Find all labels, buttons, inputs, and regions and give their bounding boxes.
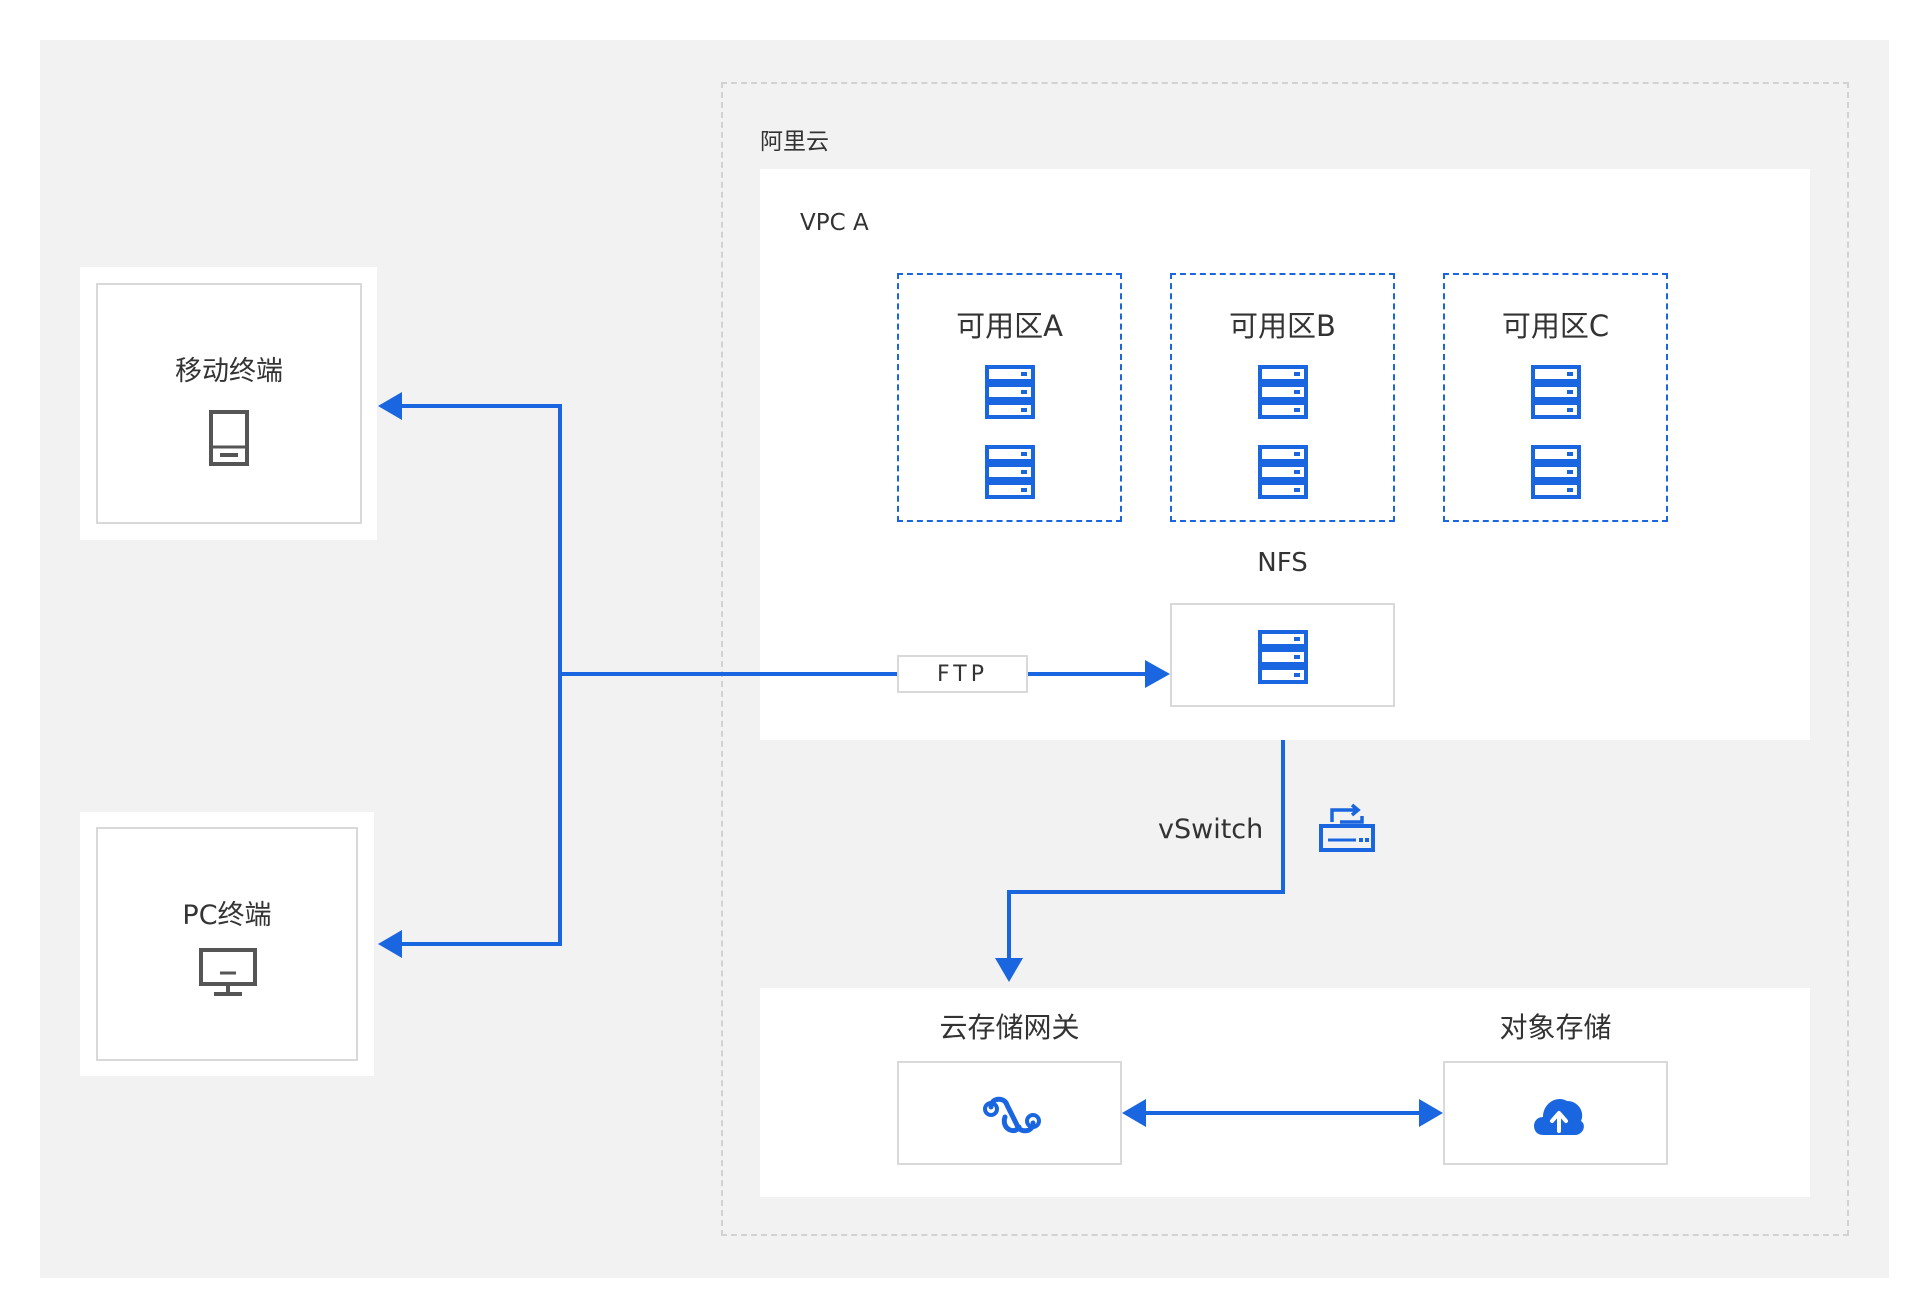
server-icon bbox=[985, 365, 1035, 419]
ftp-label: FTP bbox=[937, 661, 988, 687]
cloud-boundary bbox=[721, 82, 1849, 1236]
ftp-label-box: FTP bbox=[897, 655, 1028, 693]
connector-vswitch bbox=[1007, 740, 1285, 960]
nfs-label: NFS bbox=[1257, 548, 1308, 578]
server-icon bbox=[1531, 365, 1581, 419]
mobile-terminal[interactable]: 移动终端 bbox=[96, 283, 362, 524]
cloud-label: 阿里云 bbox=[760, 129, 829, 155]
vpc-label: VPC A bbox=[800, 210, 869, 236]
cloud-upload-icon bbox=[1534, 1098, 1584, 1135]
arrow-to-gateway bbox=[995, 958, 1023, 982]
mobile-device-icon bbox=[209, 410, 249, 466]
server-icon bbox=[1531, 445, 1581, 499]
connector-pc bbox=[400, 674, 562, 946]
gateway-node[interactable] bbox=[897, 1061, 1122, 1165]
arrow-to-pc bbox=[378, 930, 402, 958]
pc-terminal-label: PC终端 bbox=[182, 900, 272, 931]
server-icon bbox=[1258, 630, 1308, 684]
zone-a-label: 可用区A bbox=[956, 309, 1063, 343]
oss-node[interactable] bbox=[1443, 1061, 1668, 1165]
server-icon bbox=[985, 445, 1035, 499]
server-icon bbox=[1258, 365, 1308, 419]
vswitch-label: vSwitch bbox=[1158, 814, 1264, 845]
zone-c: 可用区C bbox=[1443, 273, 1668, 522]
gateway-link-icon bbox=[983, 1096, 1041, 1134]
monitor-icon bbox=[199, 948, 257, 996]
pc-terminal[interactable]: PC终端 bbox=[96, 827, 358, 1061]
connector-mobile bbox=[400, 404, 562, 674]
server-icon bbox=[1258, 445, 1308, 499]
zone-b: 可用区B bbox=[1170, 273, 1395, 522]
oss-label: 对象存储 bbox=[1499, 1011, 1612, 1044]
nfs-node[interactable] bbox=[1170, 603, 1395, 707]
zone-b-label: 可用区B bbox=[1229, 309, 1336, 343]
arrow-to-nfs bbox=[1145, 660, 1170, 688]
gateway-label: 云存储网关 bbox=[939, 1011, 1080, 1044]
arrow-to-gateway-left bbox=[1122, 1099, 1146, 1127]
arrow-to-oss bbox=[1419, 1099, 1443, 1127]
zone-a: 可用区A bbox=[897, 273, 1122, 522]
arrow-to-mobile bbox=[378, 392, 402, 420]
mobile-terminal-label: 移动终端 bbox=[175, 356, 283, 387]
vswitch-icon bbox=[1319, 803, 1375, 852]
zone-c-label: 可用区C bbox=[1501, 309, 1610, 343]
